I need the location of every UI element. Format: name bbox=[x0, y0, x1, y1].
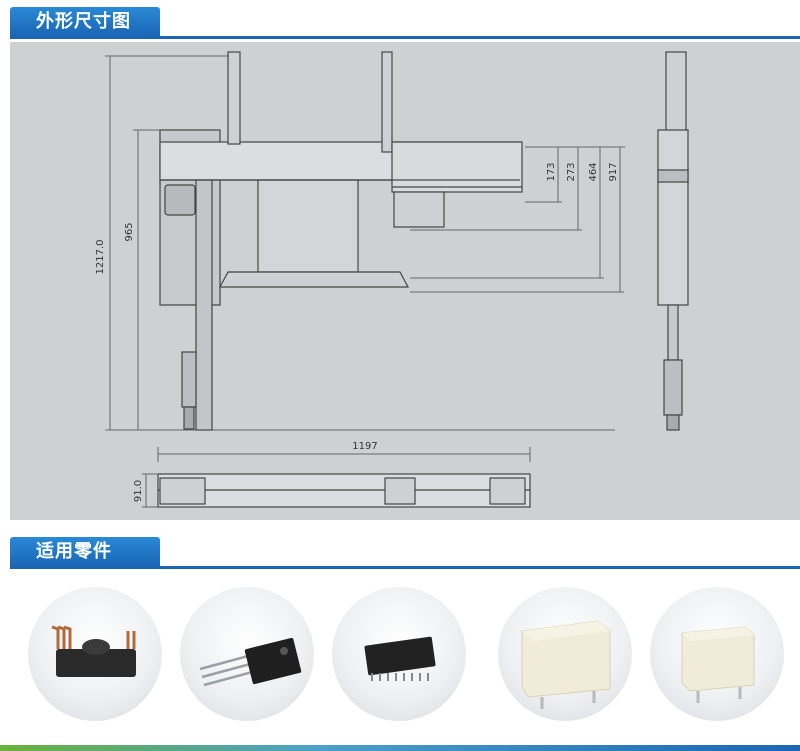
dim-overall-width: 1197 bbox=[352, 441, 377, 452]
smd-chip-part-icon bbox=[332, 587, 466, 721]
large-relay-part-icon bbox=[498, 587, 632, 721]
dim-stroke-2: 273 bbox=[566, 162, 577, 181]
dim-stroke-1: 173 bbox=[546, 162, 557, 181]
dimension-drawing-panel: 1217.0 965 1197 91.0 173 273 464 917 bbox=[10, 42, 800, 520]
section-title-dimensions: 外形尺寸图 bbox=[10, 7, 160, 36]
dim-base-depth: 91.0 bbox=[133, 480, 144, 502]
magnetic-coil-part-icon bbox=[28, 587, 162, 721]
section-divider bbox=[10, 566, 800, 569]
section-divider bbox=[10, 36, 800, 39]
small-relay-part-icon bbox=[650, 587, 784, 721]
machine-outline-drawing: 1217.0 965 1197 91.0 173 273 464 917 bbox=[95, 51, 689, 508]
dim-overall-height: 1217.0 bbox=[95, 240, 106, 275]
dim-stroke-3: 464 bbox=[588, 162, 599, 181]
dim-frame-height: 965 bbox=[124, 222, 135, 241]
to220-transistor-part-icon bbox=[180, 587, 314, 721]
applicable-parts-gallery bbox=[0, 583, 800, 733]
footer-accent-bar bbox=[0, 745, 800, 751]
dim-stroke-4: 917 bbox=[608, 162, 619, 181]
section-title-parts: 适用零件 bbox=[10, 537, 160, 566]
